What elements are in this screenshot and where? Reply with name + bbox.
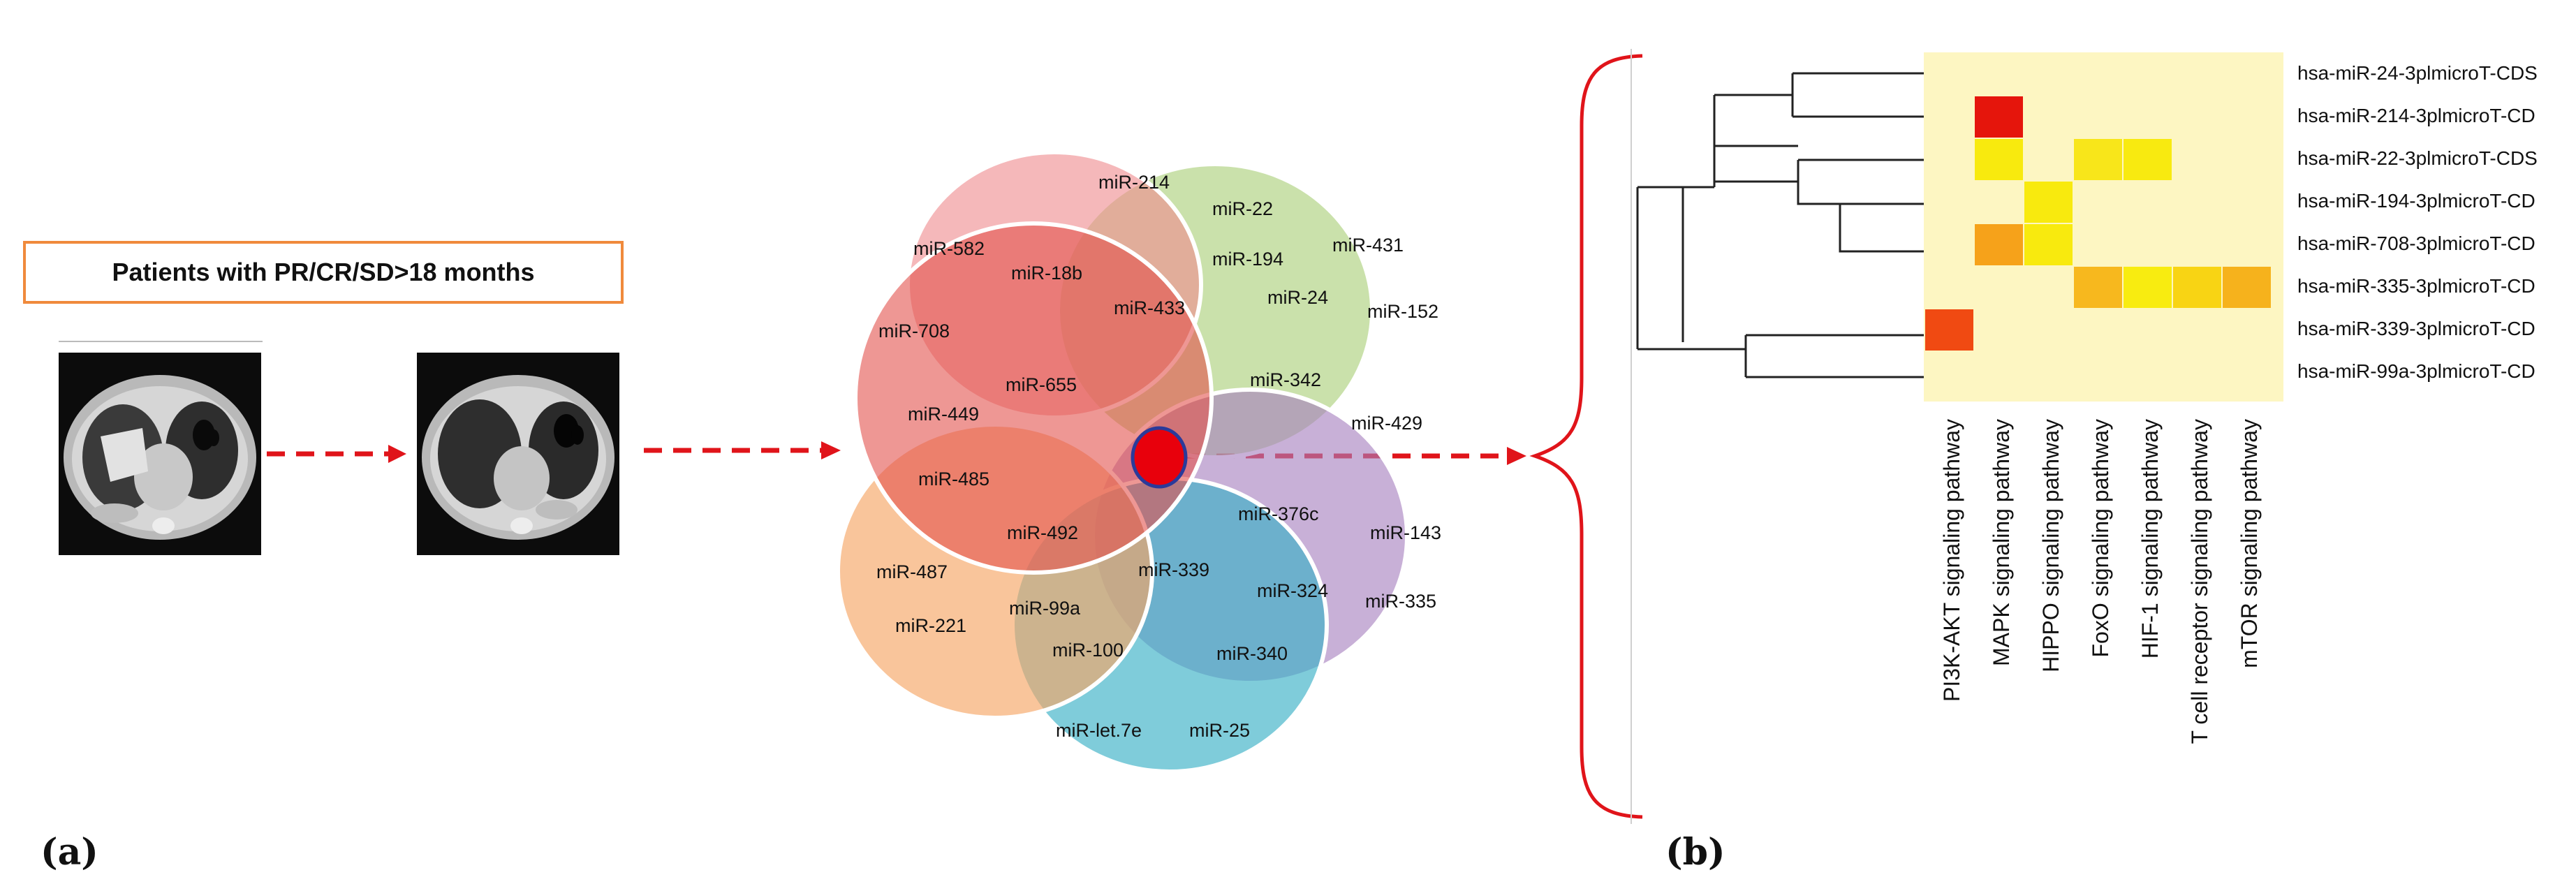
heatmap-row-label: hsa-miR-24-3plmicroT-CDS — [2297, 62, 2538, 84]
venn-label-mir-221: miR-221 — [895, 615, 966, 636]
venn-label-mir-152: miR-152 — [1367, 301, 1438, 322]
venn-label-mir-582: miR-582 — [913, 238, 985, 259]
heatmap — [1924, 52, 2283, 402]
heatmap-row-label: hsa-miR-708-3plmicroT-CD — [2297, 233, 2535, 254]
heatmap-cell — [2024, 182, 2073, 223]
venn-label-mir-342: miR-342 — [1250, 369, 1321, 390]
heatmap-column-label-wrap: HIF-1 signaling pathway — [2130, 419, 2172, 838]
heatmap-column-label: mTOR signaling pathway — [2237, 419, 2262, 668]
heatmap-column-label-wrap: mTOR signaling pathway — [2230, 419, 2272, 838]
venn-label-mir-99a: miR-99a — [1009, 598, 1081, 619]
venn-label-mir-100: miR-100 — [1052, 640, 1124, 661]
heatmap-cell — [2074, 267, 2122, 308]
venn-label-mir-18b: miR-18b — [1011, 263, 1082, 283]
heatmap-column-label-wrap: MAPK signaling pathway — [1982, 419, 2024, 838]
venn-set-red — [853, 221, 1214, 575]
patients-label: Patients with PR/CR/SD>18 months — [112, 258, 535, 286]
heatmap-column-label-wrap: FoxO signaling pathway — [2081, 419, 2123, 838]
venn-label-mir-449: miR-449 — [908, 404, 979, 425]
venn-label-mir-485: miR-485 — [918, 469, 989, 489]
ct-scan-before — [59, 353, 261, 555]
venn-label-mir-487: miR-487 — [876, 561, 948, 582]
venn-label-mir-324: miR-324 — [1257, 580, 1328, 601]
heatmap-column-label-wrap: HIPPO signaling pathway — [2031, 419, 2073, 838]
venn-label-mir-376c: miR-376c — [1238, 503, 1319, 524]
heatmap-column-label: HIPPO signaling pathway — [2038, 419, 2063, 672]
heatmap-cell — [2074, 139, 2122, 180]
heatmap-cell — [1925, 309, 1973, 351]
heatmap-row-label: hsa-miR-339-3plmicroT-CD — [2297, 318, 2535, 339]
venn-label-mir-340: miR-340 — [1216, 643, 1288, 664]
heatmap-row-label: hsa-miR-22-3plmicroT-CDS — [2297, 147, 2538, 169]
heatmap-column-label: FoxO signaling pathway — [2088, 419, 2113, 658]
venn-label-mir-25: miR-25 — [1189, 720, 1250, 741]
heatmap-cell — [1975, 139, 2023, 180]
heatmap-row-label: hsa-miR-99a-3plmicroT-CD — [2297, 360, 2535, 382]
heatmap-cell — [2223, 267, 2271, 308]
venn-label-mir-143: miR-143 — [1370, 522, 1441, 543]
heatmap-row-label: hsa-miR-335-3plmicroT-CD — [2297, 275, 2535, 297]
venn-label-mir-655: miR-655 — [1006, 374, 1077, 395]
venn-label-mir-22: miR-22 — [1212, 198, 1273, 219]
heatmap-cell — [1975, 224, 2023, 265]
venn-label-mir-let-7e: miR-let.7e — [1056, 720, 1142, 741]
heatmap-row-label: hsa-miR-194-3plmicroT-CD — [2297, 190, 2535, 212]
venn-diagram: miR-214 miR-22 miR-431 miR-582 miR-18b m… — [836, 150, 1441, 774]
venn-label-mir-492: miR-492 — [1007, 522, 1078, 543]
venn-label-mir-708: miR-708 — [878, 321, 950, 341]
venn-label-mir-194: miR-194 — [1212, 249, 1283, 270]
heatmap-cell — [2124, 139, 2172, 180]
arrow-scan-to-venn — [644, 441, 841, 459]
venn-label-mir-214: miR-214 — [1098, 172, 1170, 193]
heatmap-column-label: T cell receptor signaling pathway — [2187, 419, 2212, 744]
heatmap-cell — [2173, 267, 2221, 308]
venn-labels: miR-214 miR-22 miR-431 miR-582 miR-18b m… — [876, 172, 1441, 741]
heatmap-cell — [2024, 224, 2073, 265]
ct-scan-after — [417, 353, 619, 555]
venn-label-mir-431: miR-431 — [1332, 235, 1404, 256]
intersection-dot[interactable] — [1131, 426, 1188, 489]
arrow-scan-to-scan — [267, 445, 406, 463]
scan-divider — [59, 341, 263, 342]
heatmap-column-label-wrap: T cell receptor signaling pathway — [2180, 419, 2222, 838]
heatmap-row-label: hsa-miR-214-3plmicroT-CD — [2297, 105, 2535, 126]
venn-label-mir-429: miR-429 — [1351, 413, 1422, 434]
heatmap-column-label: PI3K-AKT signaling pathway — [1939, 419, 1964, 702]
panel-label-a: (a) — [41, 831, 98, 874]
dendrogram — [1636, 72, 1924, 378]
patients-box: Patients with PR/CR/SD>18 months — [23, 241, 624, 304]
panel-label-b: (b) — [1665, 831, 1725, 874]
divider-line — [1631, 49, 1632, 824]
heatmap-column-label: HIF-1 signaling pathway — [2137, 419, 2163, 659]
heatmap-cell — [1975, 96, 2023, 138]
venn-label-mir-335: miR-335 — [1365, 591, 1436, 612]
heatmap-cell — [2124, 267, 2172, 308]
heatmap-column-label: MAPK signaling pathway — [1989, 419, 2014, 666]
curly-brace — [1529, 54, 1643, 819]
venn-label-mir-24: miR-24 — [1267, 287, 1328, 308]
venn-label-mir-339: miR-339 — [1138, 559, 1209, 580]
heatmap-column-label-wrap: PI3K-AKT signaling pathway — [1932, 419, 1974, 838]
venn-label-mir-433: miR-433 — [1114, 297, 1185, 318]
